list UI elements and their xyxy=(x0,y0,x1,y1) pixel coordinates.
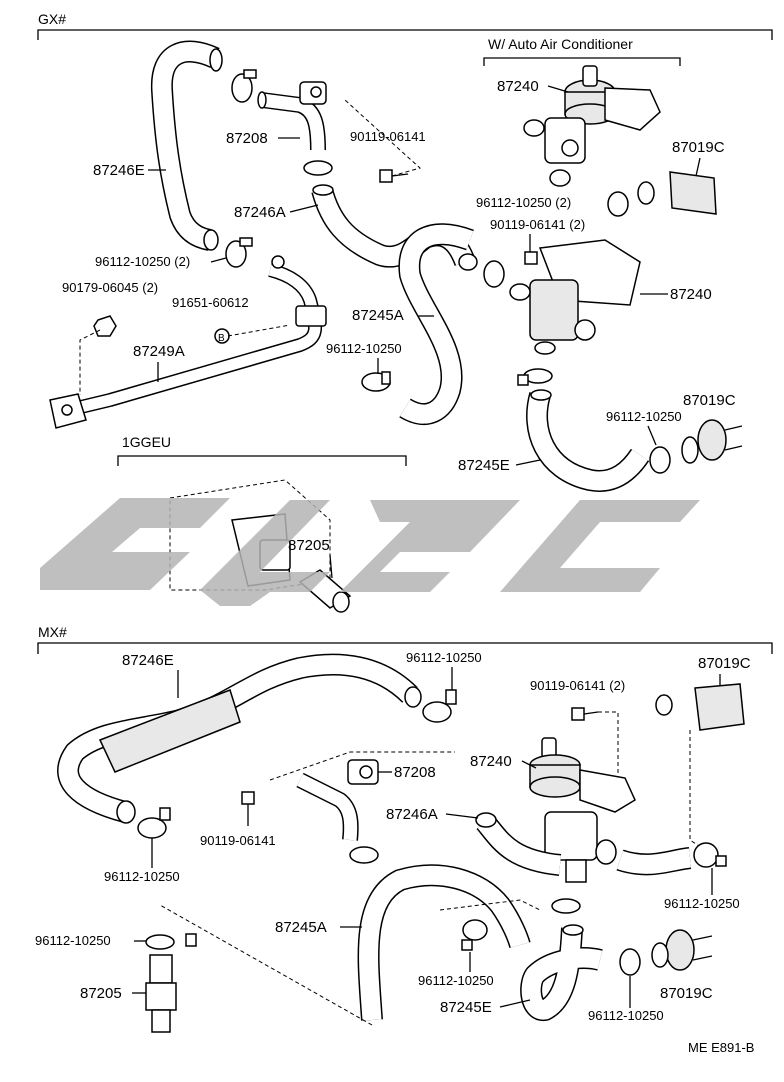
label-mx-90119-06141: 90119-06141 xyxy=(200,833,276,848)
gx-section-title: GX# xyxy=(38,11,66,27)
gx-pipe-87208 xyxy=(257,81,327,151)
mx-water-valve-87240 xyxy=(529,737,636,883)
mx-clamp-top xyxy=(422,689,457,723)
mx-dash-1 xyxy=(269,751,455,781)
mx-clamp-left xyxy=(137,807,171,839)
mx-bolt-left xyxy=(241,791,255,826)
label-mx-87205: 87205 xyxy=(80,985,122,1002)
gx-pipe-87249a xyxy=(49,255,327,429)
label-mx-96112-10250-clamp: 96112-10250 xyxy=(35,933,111,948)
mx-section-title: MX# xyxy=(38,624,67,640)
gx-dash-1 xyxy=(344,99,422,177)
gx-dash-2 xyxy=(79,329,101,395)
ggeu-section-bracket xyxy=(117,455,407,466)
label-gx-ac-96112-10250: 96112-10250 xyxy=(606,409,682,424)
mx-hose-to-grommet xyxy=(616,847,692,876)
label-mx-87240: 87240 xyxy=(470,753,512,770)
label-gx-96112-10250: 96112-10250 xyxy=(326,341,402,356)
label-gx-87245e: 87245E xyxy=(458,457,510,474)
gx-grommet-87019c-top xyxy=(607,171,717,217)
gx-hose-87245a xyxy=(398,223,478,425)
label-gx-87249a: 87249A xyxy=(133,343,185,360)
mx-clamp-right xyxy=(693,842,727,868)
gx-bolt-90119 xyxy=(379,169,409,183)
mx-dash-4 xyxy=(159,904,373,1026)
label-gx-87019c-top: 87019C xyxy=(672,139,725,156)
label-gx-90179-06045-2: 90179-06045 (2) xyxy=(62,280,158,295)
label-mx-96112-10250-right: 96112-10250 xyxy=(664,896,740,911)
mx-dash-3 xyxy=(689,730,706,851)
gx-auto-ac-bracket xyxy=(483,57,681,66)
mx-clamp-valve-bottom xyxy=(551,898,581,914)
mx-hose-87246e xyxy=(57,653,422,824)
gx-clamp-3 xyxy=(225,237,253,268)
label-mx-87246e: 87246E xyxy=(122,652,174,669)
mx-hose-87245e xyxy=(520,924,603,1021)
gx-auto-ac-title: W/ Auto Air Conditioner xyxy=(488,36,633,52)
gx-water-valve-87240-mid xyxy=(509,239,641,355)
label-gx-87019c-mid: 87019C xyxy=(683,392,736,409)
label-mx-87019c-top: 87019C xyxy=(698,655,751,672)
gx-clamp-mid-left xyxy=(483,260,505,288)
label-gx-87240-mid: 87240 xyxy=(670,286,712,303)
mx-grommet-87019c-top xyxy=(655,683,745,731)
gx-clamp-1 xyxy=(231,69,257,103)
label-gx-90119-06141: 90119-06141 xyxy=(350,129,426,144)
gx-bolt-mid xyxy=(524,251,538,265)
mx-dash-2 xyxy=(598,711,619,790)
footer-code: ME E891-B xyxy=(688,1040,754,1055)
label-gx-96112-10250-2: 96112-10250 (2) xyxy=(95,254,190,269)
mx-grommet-87019c-bottom xyxy=(619,929,713,976)
label-mx-96112-10250-bottom-right: 96112-10250 xyxy=(588,1008,664,1023)
mx-section-bracket xyxy=(37,642,773,654)
label-gx-87246a: 87246A xyxy=(234,204,286,221)
label-mx-87019c-bottom: 87019C xyxy=(660,985,713,1002)
label-gx-87240-top: 87240 xyxy=(497,78,539,95)
label-mx-87246a: 87246A xyxy=(386,806,438,823)
gx-clamp-2 xyxy=(303,160,333,176)
gx-hose-87245e xyxy=(517,368,650,492)
mx-clamp-mid xyxy=(461,919,488,951)
label-mx-87245a: 87245A xyxy=(275,919,327,936)
gx-dash-3 xyxy=(227,324,291,337)
label-mx-96112-10250-top: 96112-10250 xyxy=(406,650,482,665)
mx-hose-87246a xyxy=(475,812,562,876)
gx-section-bracket xyxy=(37,29,773,40)
label-mx-90119-06141-2: 90119-06141 (2) xyxy=(530,678,625,693)
mx-hose-87245a xyxy=(357,864,531,1021)
label-mx-87208: 87208 xyxy=(394,764,436,781)
mx-pipe-87205 xyxy=(145,933,197,1033)
ggeu-section-title: 1GGEU xyxy=(122,434,171,450)
label-ggeu-87205: 87205 xyxy=(288,537,330,554)
gx-hose-87246e xyxy=(150,40,223,251)
label-gx-87245a: 87245A xyxy=(352,307,404,324)
gx-grommet-87019c-mid xyxy=(649,419,743,474)
label-gx-87208: 87208 xyxy=(226,130,268,147)
mx-pipe-87208 xyxy=(296,759,379,864)
label-gx-91651-60612: 91651-60612 xyxy=(172,295,249,310)
label-gx-ac-90119-06141-2: 90119-06141 (2) xyxy=(490,217,585,232)
callout-b-letter: B xyxy=(218,333,225,344)
logo-watermark xyxy=(40,498,700,606)
label-mx-96112-10250-bottom-mid: 96112-10250 xyxy=(418,973,494,988)
mx-dash-5 xyxy=(439,899,541,911)
gx-clamp-4 xyxy=(361,371,391,392)
label-mx-96112-10250-left: 96112-10250 xyxy=(104,869,180,884)
mx-bolt-top xyxy=(571,707,599,721)
label-gx-87246e: 87246E xyxy=(93,162,145,179)
gx-water-valve-87240-top xyxy=(523,65,661,187)
label-mx-87245e: 87245E xyxy=(440,999,492,1016)
label-gx-ac-96112-10250-2: 96112-10250 (2) xyxy=(476,195,571,210)
gx-nut-90179 xyxy=(93,315,117,337)
